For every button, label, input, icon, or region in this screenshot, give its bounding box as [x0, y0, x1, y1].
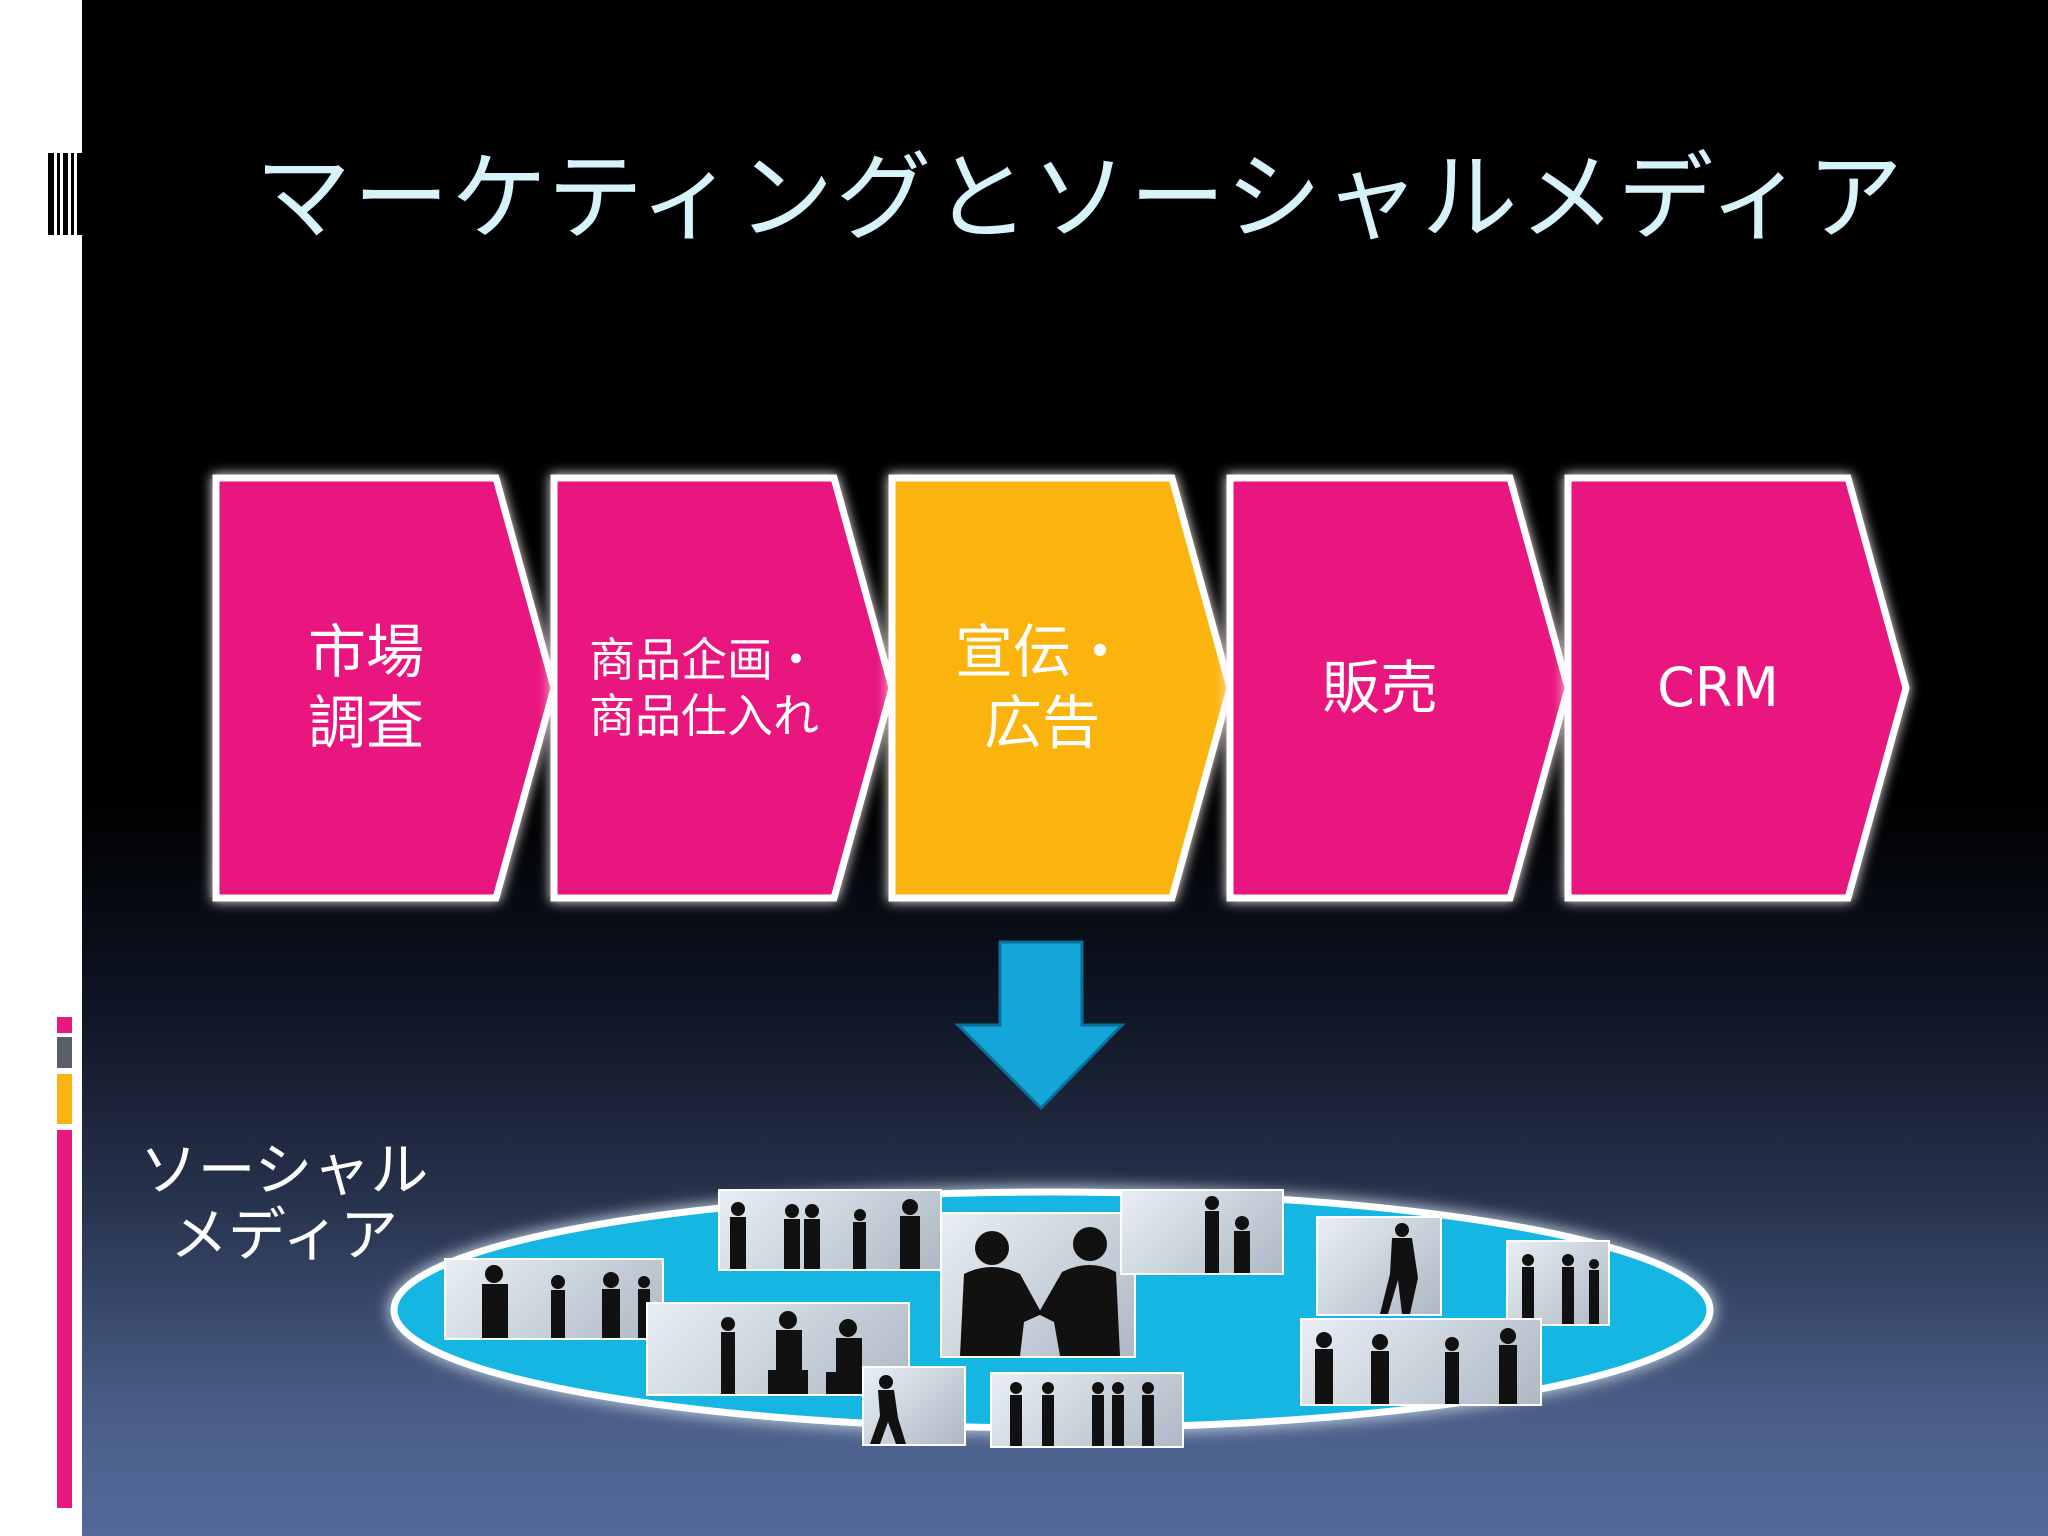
process-step-5-label-line: CRM — [1657, 656, 1779, 720]
photo-businessmen-left — [444, 1258, 664, 1340]
process-step-1-label: 市場調査 — [216, 617, 516, 759]
social-media-label-line-2: メディア — [170, 1200, 398, 1269]
process-step-3-label: 宣伝・広告 — [892, 617, 1192, 759]
process-step-1-label-line: 調査 — [307, 688, 424, 757]
down-arrow-icon — [954, 940, 1126, 1111]
process-step-2-label: 商品企画・商品仕入れ — [554, 632, 854, 744]
photo-businesswoman — [1316, 1216, 1442, 1316]
process-step-4-label-line: 販売 — [1321, 653, 1438, 722]
process-step-3-label-line: 宣伝・ — [954, 618, 1129, 687]
photo-handshake-center — [940, 1212, 1136, 1358]
photo-handshake-group — [718, 1189, 942, 1271]
photo-businessmen-right-top — [1120, 1189, 1284, 1275]
process-step-3-label-line: 広告 — [983, 688, 1100, 757]
photo-meeting-left — [646, 1302, 910, 1396]
process-step-4-shape — [1226, 474, 1572, 902]
social-media-label-line-1: ソーシャル — [139, 1136, 429, 1204]
process-step-2-label-line: 商品仕入れ — [589, 688, 819, 743]
photo-handshake-right — [1300, 1318, 1542, 1406]
process-step-1-label-line: 市場 — [307, 618, 424, 687]
photo-walking-bottom — [862, 1366, 966, 1446]
process-step-5-label: CRM — [1568, 655, 1868, 721]
photo-group-bottom — [990, 1372, 1184, 1448]
process-step-3-shape — [888, 474, 1234, 902]
slide-title: マーケティングとソーシャルメディア — [255, 142, 1905, 254]
process-step-4-label: 販売 — [1230, 653, 1530, 724]
process-step-5-shape — [1564, 474, 1910, 902]
process-step-2-shape — [550, 474, 896, 902]
process-step-2-label-line: 商品企画・ — [589, 632, 819, 687]
social-media-label: ソーシャル メディア — [128, 1138, 440, 1268]
process-step-1-shape — [212, 474, 558, 902]
photo-people-right — [1506, 1240, 1610, 1326]
